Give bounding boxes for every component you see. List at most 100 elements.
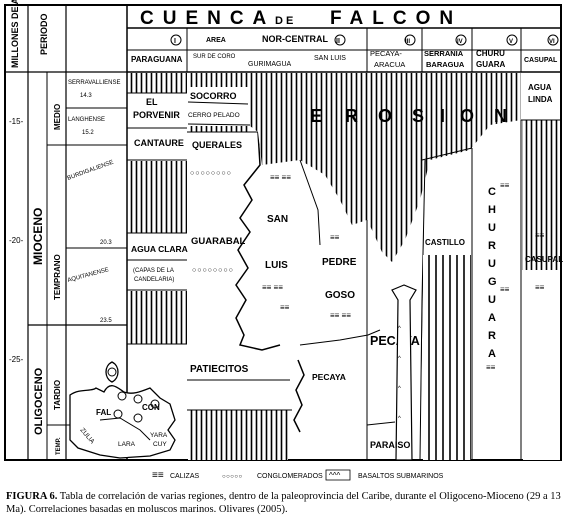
title-cuenca: CUENCA bbox=[140, 8, 275, 29]
marker-20-3: 20.3 bbox=[100, 240, 112, 246]
subepoch-temprano: TEMPRANO bbox=[53, 254, 62, 300]
svg-text:PARAGUANA: PARAGUANA bbox=[131, 55, 183, 64]
svg-text:PECAYA-: PECAYA- bbox=[370, 49, 402, 58]
stage-serravalliense: SERRAVALLIENSE bbox=[68, 80, 120, 86]
svg-text:^: ^ bbox=[398, 326, 401, 332]
svg-text:U: U bbox=[488, 294, 496, 306]
legend-conglomerados: CONGLOMERADOS bbox=[257, 473, 323, 480]
svg-text:R: R bbox=[345, 106, 358, 126]
formation-agua: AGUA bbox=[528, 83, 552, 92]
svg-text:H: H bbox=[488, 204, 496, 216]
map-cuy: CUY bbox=[153, 441, 167, 448]
svg-text:≡≡: ≡≡ bbox=[500, 285, 510, 294]
svg-text:^^^: ^^^ bbox=[329, 471, 341, 480]
formation-paraiso: PARAISO bbox=[370, 440, 410, 450]
svg-text:VI: VI bbox=[549, 39, 555, 45]
region-header-V: V CHURU GUARA bbox=[476, 34, 518, 69]
region-header-I: I PARAGUANA bbox=[131, 34, 183, 64]
formation-socorro: SOCORRO bbox=[190, 91, 237, 101]
svg-text:C: C bbox=[488, 186, 496, 198]
svg-text:I: I bbox=[440, 106, 445, 126]
formation-porvenir: PORVENIR bbox=[133, 110, 180, 120]
formation-pecaya-small: PECAYA bbox=[312, 372, 346, 382]
zigzag-boundary-2 bbox=[293, 359, 305, 433]
correlation-chart: CUENCA DE FALCON MILLONES DE AÑOS PERIOD… bbox=[4, 0, 563, 481]
svg-text:R: R bbox=[488, 330, 496, 342]
formation-querales: QUERALES bbox=[192, 140, 242, 150]
formation-cantaure: CANTAURE bbox=[134, 138, 184, 148]
marker-14-3: 14.3 bbox=[80, 93, 92, 99]
epoch-mioceno: MIOCENO bbox=[31, 208, 45, 265]
svg-text:O: O bbox=[378, 106, 392, 126]
zigzag-boundary bbox=[235, 131, 281, 351]
region-header-II: AREA SUR DE CORO NOR-CENTRAL II GURIMAGU… bbox=[193, 34, 346, 68]
formation-goso: GOSO bbox=[325, 290, 355, 301]
formation-casupal: CASUPAL bbox=[525, 255, 563, 264]
svg-text:III: III bbox=[405, 39, 410, 45]
svg-text:GUARA: GUARA bbox=[476, 60, 506, 69]
formation-churuguara: C H U R U G U A R A bbox=[488, 186, 497, 360]
formation-pedre: PEDRE bbox=[322, 257, 357, 268]
svg-text:AREA: AREA bbox=[206, 37, 226, 44]
title-de: DE bbox=[275, 15, 296, 27]
axis-label: MILLONES DE AÑOS bbox=[10, 0, 20, 68]
svg-text:≡≡: ≡≡ bbox=[330, 233, 340, 242]
svg-text:CHURU: CHURU bbox=[476, 49, 505, 58]
erosion-hatch-1 bbox=[250, 73, 367, 225]
svg-text:II: II bbox=[336, 38, 340, 45]
formation-luis: LUIS bbox=[265, 260, 288, 271]
marker-23-5: 23.5 bbox=[100, 318, 112, 324]
map-inset: FAL CON ZULIA LARA YARA CUY bbox=[69, 361, 176, 459]
svg-text:SAN LUIS: SAN LUIS bbox=[314, 55, 346, 62]
legend-basaltos: BASALTOS SUBMARINOS bbox=[358, 473, 444, 480]
caption-text: Tabla de correlación de varias regiones,… bbox=[6, 491, 561, 515]
svg-text:SERRANIA: SERRANIA bbox=[424, 49, 464, 58]
svg-text:O: O bbox=[460, 106, 474, 126]
svg-text:N: N bbox=[494, 106, 507, 126]
subepoch-temp: TEMP. bbox=[56, 437, 62, 455]
svg-text:≡≡ ≡≡: ≡≡ ≡≡ bbox=[270, 173, 291, 182]
svg-text:≡≡ ≡≡: ≡≡ ≡≡ bbox=[330, 311, 351, 320]
formation-patiecitos: PATIECITOS bbox=[190, 364, 249, 375]
erosion-hatch-casupal bbox=[522, 120, 560, 270]
subepoch-tardio: TARDIO bbox=[53, 380, 62, 410]
legend-calizas: CALIZAS bbox=[170, 473, 200, 480]
epoch-oligoceno: OLIGOCENO bbox=[33, 367, 45, 435]
svg-text:R: R bbox=[488, 240, 496, 252]
column-paraguana: EL PORVENIR CANTAURE AGUA CLARA (CAPAS D… bbox=[127, 73, 188, 345]
marker-15-2: 15.2 bbox=[82, 130, 94, 136]
svg-text:NOR-CENTRAL: NOR-CENTRAL bbox=[262, 34, 328, 44]
svg-text:V: V bbox=[509, 39, 513, 45]
svg-text:G: G bbox=[488, 276, 497, 288]
svg-text:○○○○○: ○○○○○ bbox=[222, 474, 243, 480]
formation-agua-clara: AGUA CLARA bbox=[131, 244, 188, 254]
svg-text:≡≡: ≡≡ bbox=[152, 470, 164, 481]
caption-label: FIGURA 6. bbox=[6, 491, 58, 502]
castillo-hatch bbox=[423, 255, 471, 460]
erosion-label: E R O S I O N bbox=[310, 106, 507, 126]
svg-text:○○○○○○○○: ○○○○○○○○ bbox=[190, 170, 232, 177]
formation-linda: LINDA bbox=[528, 95, 553, 104]
svg-text:≡≡: ≡≡ bbox=[486, 363, 496, 372]
svg-text:CASUPAL: CASUPAL bbox=[524, 57, 558, 64]
svg-text:S: S bbox=[412, 106, 424, 126]
svg-text:^: ^ bbox=[398, 356, 401, 362]
svg-text:(CAPAS DE LA: (CAPAS DE LA bbox=[133, 268, 174, 274]
svg-text:BARAGUA: BARAGUA bbox=[426, 60, 465, 69]
formation-cerro-pelado: CERRO PELADO bbox=[188, 112, 240, 119]
tick-15: -15- bbox=[9, 117, 24, 126]
legend: ≡≡ CALIZAS ○○○○○ CONGLOMERADOS ^^^ BASAL… bbox=[152, 469, 444, 481]
svg-text:U: U bbox=[488, 258, 496, 270]
svg-text:≡≡: ≡≡ bbox=[535, 231, 545, 240]
map-con: CON bbox=[142, 403, 160, 412]
svg-text:^: ^ bbox=[398, 386, 401, 392]
region-header-VI: VI CASUPAL bbox=[524, 34, 559, 64]
svg-text:A: A bbox=[488, 348, 496, 360]
stage-langhiense: LANGHENSE bbox=[68, 117, 105, 123]
period-label: PERIODO bbox=[39, 13, 49, 55]
map-yara: YARA bbox=[150, 432, 168, 439]
svg-text:GURIMAGUA: GURIMAGUA bbox=[248, 61, 292, 68]
svg-text:≡≡: ≡≡ bbox=[535, 283, 545, 292]
region-header-III: III PECAYA- ARACUA bbox=[370, 34, 416, 69]
